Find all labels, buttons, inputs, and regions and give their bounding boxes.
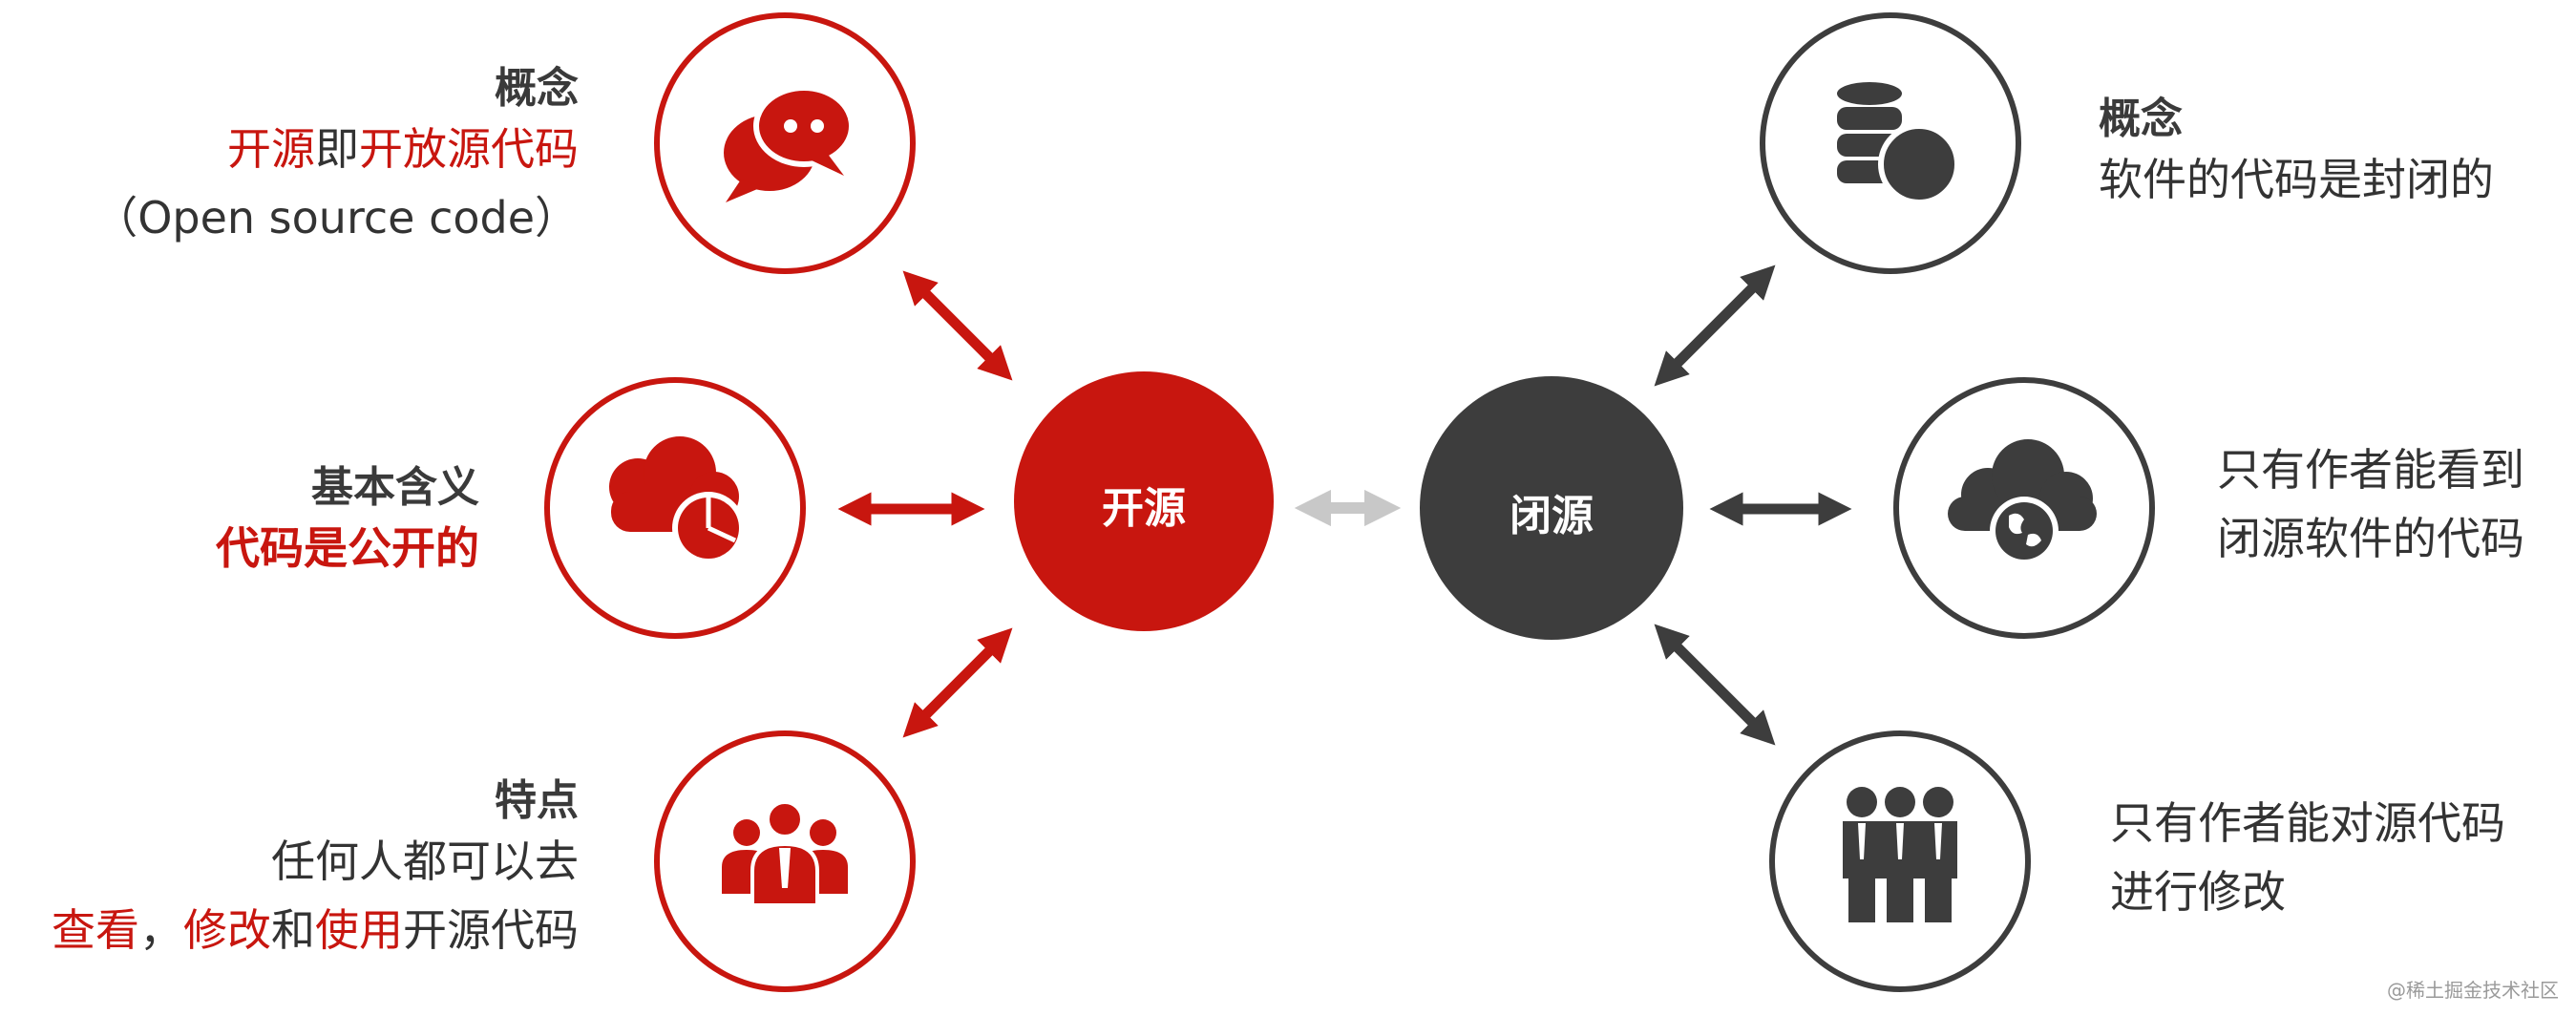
open-feature-line2: 查看，修改和使用开源代码 (52, 896, 579, 964)
closed-source-label: 闭源 (1510, 492, 1594, 540)
open-concept-text: 概念 开源即开放源代码 （Open source code） (94, 53, 579, 252)
closed-concept-title: 概念 (2099, 95, 2183, 143)
open-concept-line2: （Open source code） (94, 192, 579, 243)
open-feature-title: 特点 (495, 776, 579, 825)
closed-source-center-circle (1420, 376, 1683, 640)
closed-access-line1: 只有作者能看到 (2217, 444, 2524, 496)
open-concept-line1-run-1: 即 (315, 123, 359, 175)
open-feature-line2-run-4: 使用 (315, 904, 403, 956)
chat-bubbles-icon (724, 85, 855, 202)
cloud-globe-icon (1948, 439, 2097, 565)
open-concept-line1-run-2: 开放源代码 (359, 123, 579, 175)
open-source-center-circle (1014, 371, 1274, 631)
open-feature-line2-run-5: 开源代码 (403, 904, 579, 956)
open-feature-line2-run-3: 和 (271, 904, 315, 956)
watermark: @稀土掘金技术社区 (2387, 979, 2559, 1002)
database-coin-icon (1837, 82, 1960, 205)
arrow-open-concept (902, 270, 1013, 381)
open-source-label: 开源 (1102, 484, 1186, 533)
open-concept-line1-run-0: 开源 (227, 123, 315, 175)
open-feature-text: 特点 任何人都可以去 查看，修改和使用开源代码 (52, 766, 579, 964)
open-feature-line2-run-2: 修改 (183, 904, 271, 956)
open-meaning-line1: 代码是公开的 (216, 522, 479, 574)
closed-modify-line2: 进行修改 (2110, 866, 2286, 918)
arrow-closed-modify (1654, 624, 1776, 746)
open-feature-line2-run-1: ， (139, 904, 183, 956)
open-feature-line2-run-0: 查看 (52, 904, 139, 956)
arrow-closed-concept (1654, 265, 1776, 387)
team-people-icon (722, 800, 848, 907)
cloud-pie-chart-icon (609, 436, 745, 564)
business-people-icon (1843, 787, 1957, 922)
open-concept-title: 概念 (495, 64, 579, 113)
open-feature-line1: 任何人都可以去 (271, 836, 579, 887)
closed-access-text: 只有作者能看到 闭源软件的代码 (2217, 435, 2524, 573)
open-concept-line1: 开源即开放源代码 (94, 115, 579, 183)
closed-concept-line1: 软件的代码是封闭的 (2099, 154, 2494, 205)
closed-modify-text: 只有作者能对源代码 进行修改 (2110, 789, 2505, 926)
closed-modify-line1: 只有作者能对源代码 (2110, 797, 2505, 849)
open-meaning-title: 基本含义 (311, 463, 479, 512)
closed-access-line2: 闭源软件的代码 (2217, 513, 2524, 564)
open-meaning-text: 基本含义 代码是公开的 (216, 453, 479, 582)
closed-concept-text: 概念 软件的代码是封闭的 (2099, 84, 2494, 214)
arrow-open-feature (902, 627, 1013, 738)
